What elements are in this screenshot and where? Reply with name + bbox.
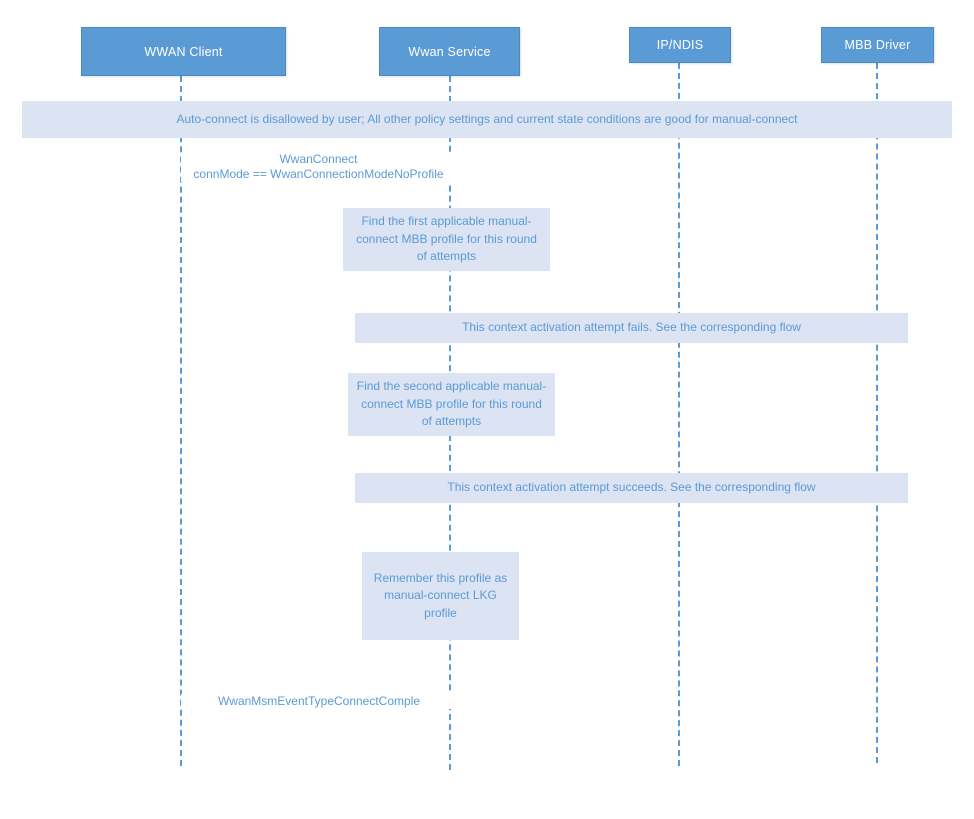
action-find-first-profile[interactable]: Find the first applicable manual-connect… [343, 208, 550, 271]
participant-wwan-service[interactable]: Wwan Service [379, 27, 520, 76]
message-wwan-connect-label-line2: connMode == WwanConnectionModeNoProfile [181, 167, 456, 182]
message-connect-complete-label: WwanMsmEventTypeConnectComple [181, 694, 457, 709]
participant-label-wwan-client: WWAN Client [144, 44, 223, 59]
lifeline-mbb-driver [876, 63, 878, 763]
participant-label-ip-ndis: IP/NDIS [656, 38, 704, 52]
participant-wwan-client[interactable]: WWAN Client [81, 27, 286, 76]
lifeline-wwan-client [180, 76, 182, 766]
participant-ip-ndis[interactable]: IP/NDIS [629, 27, 731, 63]
participant-label-wwan-service: Wwan Service [408, 44, 491, 59]
note-policy-conditions-text: Auto-connect is disallowed by user; All … [176, 111, 798, 126]
message-wwan-connect-label-line1: WwanConnect [181, 152, 456, 167]
action-find-second-profile-text: Find the second applicable manual-connec… [356, 379, 547, 429]
participant-mbb-driver[interactable]: MBB Driver [821, 27, 934, 63]
action-remember-lkg-profile[interactable]: Remember this profile as manual-connect … [362, 552, 519, 640]
participant-label-mbb-driver: MBB Driver [844, 38, 911, 52]
action-find-first-profile-text: Find the first applicable manual-connect… [356, 214, 537, 264]
note-policy-conditions: Auto-connect is disallowed by user; All … [22, 101, 952, 138]
lifeline-ip-ndis [678, 63, 680, 766]
action-remember-lkg-profile-text: Remember this profile as manual-connect … [373, 570, 508, 620]
note-context-activation-succeeds: This context activation attempt succeeds… [355, 473, 908, 503]
note-context-activation-fails: This context activation attempt fails. S… [355, 313, 908, 343]
note-context-activation-fails-text: This context activation attempt fails. S… [462, 320, 801, 335]
action-find-second-profile[interactable]: Find the second applicable manual-connec… [348, 373, 555, 436]
note-context-activation-succeeds-text: This context activation attempt succeeds… [447, 480, 816, 495]
